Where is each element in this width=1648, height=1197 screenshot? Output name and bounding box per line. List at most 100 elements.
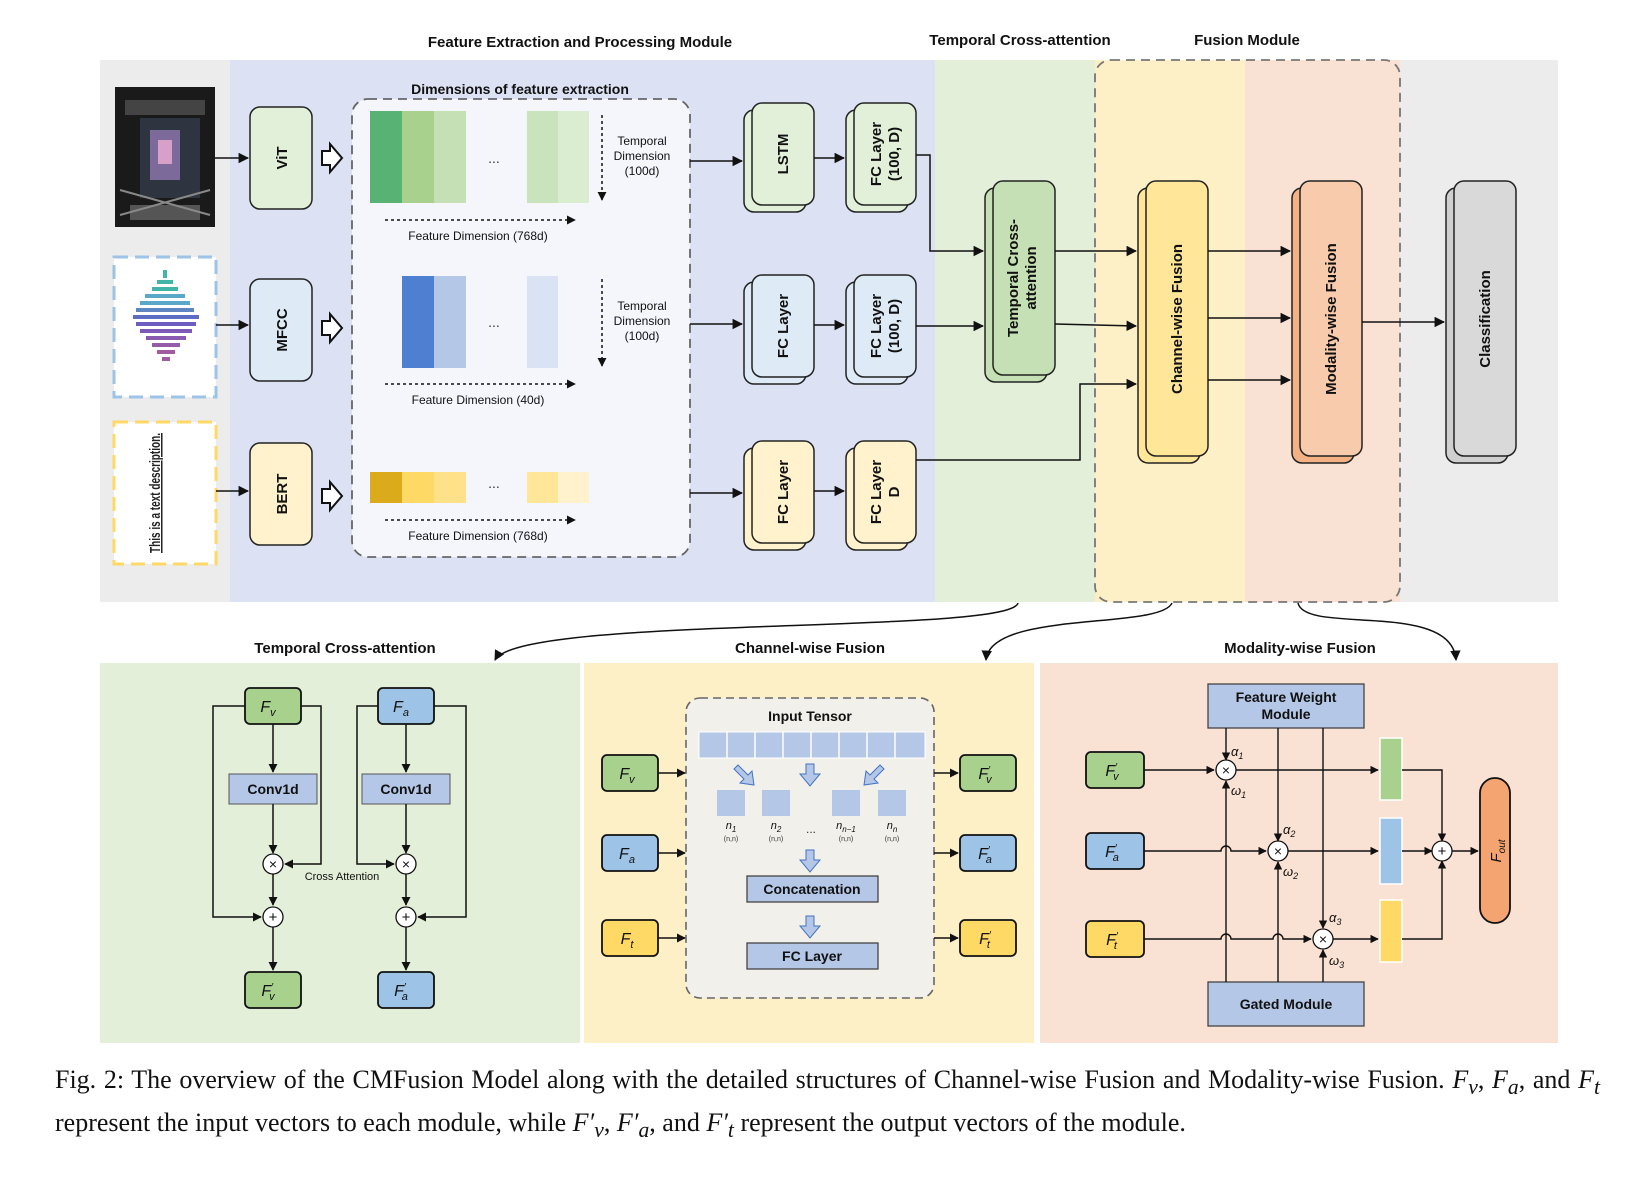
cwf-arrow-to-fc [798, 915, 822, 939]
tca-conv1d-left: Conv1d [228, 773, 318, 805]
mwf-weighted-a [1379, 817, 1403, 885]
tca-cross-line-1 [284, 705, 322, 869]
cwf-fc-layer-block: FC Layer [746, 942, 879, 970]
svg-text:...: ... [806, 822, 816, 836]
cwf-input-tensor [698, 731, 926, 759]
tca-add-right: + [395, 906, 417, 928]
bert-block: BERT [249, 442, 313, 546]
bert-label: BERT [274, 474, 291, 515]
modality-label: Modality-wise Fusion [1323, 243, 1340, 395]
mwf-fa-in: F′a [1085, 832, 1145, 870]
audio-fc-label: FC Layer [775, 294, 792, 358]
svg-text:Fv: Fv [260, 699, 277, 719]
cwf-split-arrows [733, 763, 885, 787]
row1-temporal-line3: (100d) [625, 164, 660, 178]
mwf-sum-line-3 [1402, 860, 1447, 940]
cwf-fa-in: Fa [601, 834, 659, 872]
mfcc-feature-bars [402, 276, 558, 368]
arrow-video-temporal [916, 154, 985, 257]
header-feature-extraction: Feature Extraction and Processing Module [428, 34, 732, 51]
hollow-arrow-3 [321, 479, 344, 513]
row1-feature-label: Feature Dimension (768d) [408, 229, 547, 243]
bottom-title-temporal: Temporal Cross-attention [254, 640, 435, 657]
mwf-mul-1: × [1215, 759, 1237, 781]
mwf-mul-3: × [1312, 928, 1334, 950]
row2-feature-label: Feature Dimension (40d) [412, 393, 545, 407]
header-fusion-module: Fusion Module [1194, 32, 1300, 49]
mwf-fa-line [1144, 845, 1267, 856]
svg-text:(n,n): (n,n) [839, 836, 853, 843]
svg-text:+: + [269, 909, 278, 926]
tca-fv-in: Fv [244, 687, 302, 725]
svg-text:+: + [1438, 843, 1447, 860]
temporal-label1: Temporal Cross- [1005, 219, 1022, 337]
cwf-input-tensor-label: Input Tensor [768, 708, 852, 724]
svg-text:×: × [1274, 843, 1282, 859]
svg-text:ω2: ω2 [1283, 864, 1298, 881]
caption-part-5: represent the output vectors of the modu… [740, 1108, 1186, 1138]
mfcc-block: MFCC [249, 278, 313, 382]
channel-label: Channel-wise Fusion [1169, 244, 1186, 394]
tca-cross-attention-label: Cross Attention [305, 871, 380, 883]
svg-text:×: × [269, 856, 277, 872]
row2-temporal-line1: Temporal [617, 299, 666, 313]
cwf-fv-in: Fv [601, 754, 659, 792]
dimensions-title: Dimensions of feature extraction [411, 81, 629, 97]
vit-label: ViT [274, 146, 291, 169]
hollow-arrow-2 [321, 311, 344, 345]
audio-fc-block: FC Layer [743, 274, 815, 385]
svg-text:F′a: F′a [978, 845, 992, 866]
svg-text:F′v: F′v [1105, 762, 1120, 783]
cmfusion-diagram: Feature Extraction and Processing Module… [100, 32, 1558, 1043]
svg-text:Concatenation: Concatenation [763, 881, 860, 897]
audio-fc100-block: FC Layer (100, D) [845, 274, 917, 385]
hollow-arrow-1 [321, 141, 344, 175]
tca-multiply-left: × [262, 853, 284, 875]
row2-temporal-line3: (100d) [625, 329, 660, 343]
text-fc-label: FC Layer [775, 460, 792, 524]
svg-text:Feature Weight: Feature Weight [1236, 689, 1337, 705]
svg-text:F′v: F′v [978, 765, 993, 786]
audio-fc100-label2: (100, D) [886, 299, 903, 353]
svg-text:×: × [1222, 762, 1230, 778]
curve-modality-detail [1297, 602, 1461, 662]
tca-residual-right [417, 705, 467, 922]
row2-temporal-line2: Dimension [614, 314, 671, 328]
text-sample: This is a text description. [147, 433, 164, 553]
row1-temporal-line1: Temporal [617, 134, 666, 148]
text-input-frame [112, 420, 218, 566]
mwf-fout-block: Fout [1479, 777, 1511, 924]
tca-cross-line-2 [356, 705, 395, 869]
curve-channel-detail [981, 602, 1173, 662]
channel-block: Channel-wise Fusion [1137, 180, 1209, 464]
temporal-label2: attention [1023, 246, 1040, 309]
row2-ellipsis: ... [488, 314, 500, 330]
vit-feature-bars [370, 111, 589, 203]
mwf-ft-line [1144, 933, 1312, 944]
fusion-module-frame [1094, 59, 1401, 603]
mwf-weighted-t [1379, 899, 1403, 963]
cwf-split-labels: n1 n2 nn−1 nn (n,n) (n,n) (n,n) (n,n) ..… [724, 820, 899, 843]
mfcc-label: MFCC [274, 308, 291, 351]
text-fc-block: FC Layer [743, 440, 815, 551]
svg-text:F′v: F′v [261, 982, 276, 1003]
tca-fa-out: F′a [377, 971, 435, 1009]
svg-text:Module: Module [1262, 706, 1311, 722]
lstm-block: LSTM [743, 102, 815, 213]
arrow-text-channel [916, 378, 1138, 461]
cwf-concatenation-block: Concatenation [746, 875, 879, 903]
svg-text:n1: n1 [726, 820, 737, 834]
cwf-ft-out: F′t [959, 919, 1017, 957]
cwf-fv-out: F′v [959, 754, 1017, 792]
svg-text:(n,n): (n,n) [769, 836, 783, 843]
svg-text:F′t: F′t [1106, 931, 1119, 952]
svg-text:α3: α3 [1329, 910, 1341, 927]
temporal-block: Temporal Cross- attention [984, 180, 1056, 383]
mwf-weighted-v [1379, 737, 1403, 801]
caption-part-1: Fig. 2: The overview of the CMFusion Mod… [55, 1065, 1445, 1094]
mwf-feature-weight-module: Feature Weight Module [1207, 683, 1365, 729]
dimensions-box [351, 98, 691, 558]
bert-feature-bars [370, 472, 589, 503]
svg-text:×: × [1319, 931, 1327, 947]
svg-text:F′a: F′a [394, 982, 408, 1003]
